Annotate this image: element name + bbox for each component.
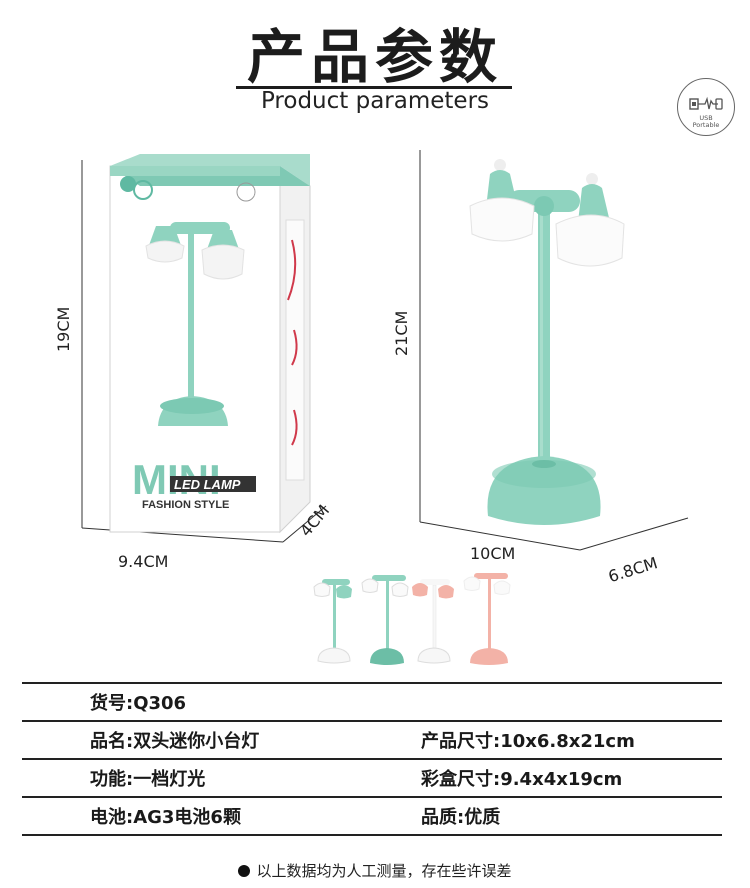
- table-row: 电池:AG3电池6颗 品质:优质: [22, 797, 722, 836]
- table-row: 货号:Q306: [22, 682, 722, 722]
- spec-product-name: 品名:双头迷你小台灯: [22, 721, 405, 760]
- table-row: 功能:一档灯光 彩盒尺寸:9.4x4x19cm: [22, 759, 722, 798]
- color-variants: [313, 573, 511, 665]
- variant-mint-mint: [361, 575, 409, 665]
- spec-battery: 电池:AG3电池6颗: [22, 797, 405, 836]
- usb-portable-icon: [689, 96, 723, 110]
- portable-label: Portable: [692, 121, 720, 129]
- usb-portable-badge: USB Portable: [677, 78, 735, 136]
- spec-item-number: 货号:Q306: [22, 682, 405, 722]
- lamp-illustration: [419, 150, 689, 551]
- spec-product-size: 产品尺寸:10x6.8x21cm: [405, 721, 722, 760]
- title-underline: [236, 86, 512, 89]
- lamp-height-label: 21CM: [392, 310, 411, 356]
- box-width-label: 9.4CM: [118, 552, 169, 571]
- box-brand-fashion: FASHION STYLE: [142, 499, 229, 511]
- usb-label: USB: [699, 114, 713, 122]
- spec-quality: 品质:优质: [405, 797, 722, 836]
- box-height-label: 19CM: [54, 306, 73, 352]
- variant-pink-white: [412, 579, 454, 664]
- spec-table: 货号:Q306 品名:双头迷你小台灯 产品尺寸:10x6.8x21cm 功能:一…: [22, 682, 722, 836]
- spec-empty: [405, 682, 722, 722]
- bullet-icon: [238, 865, 251, 877]
- page-title: 产品参数: [246, 23, 503, 91]
- spec-function: 功能:一档灯光: [22, 759, 405, 798]
- spec-box-size: 彩盒尺寸:9.4x4x19cm: [405, 759, 722, 798]
- footnote: 以上数据均为人工测量，存在些许误差: [0, 860, 750, 881]
- page-subtitle: Product parameters: [260, 88, 490, 114]
- variant-mint-white: [313, 579, 352, 664]
- box-brand-led-lamp: LED LAMP: [174, 477, 241, 492]
- lamp-width-label: 10CM: [470, 544, 516, 563]
- variant-pink-pink: [463, 573, 511, 665]
- footnote-text: 以上数据均为人工测量，存在些许误差: [256, 862, 512, 880]
- product-box-illustration: MINI LED LAMP FASHION STYLE: [81, 154, 327, 543]
- table-row: 品名:双头迷你小台灯 产品尺寸:10x6.8x21cm: [22, 721, 722, 760]
